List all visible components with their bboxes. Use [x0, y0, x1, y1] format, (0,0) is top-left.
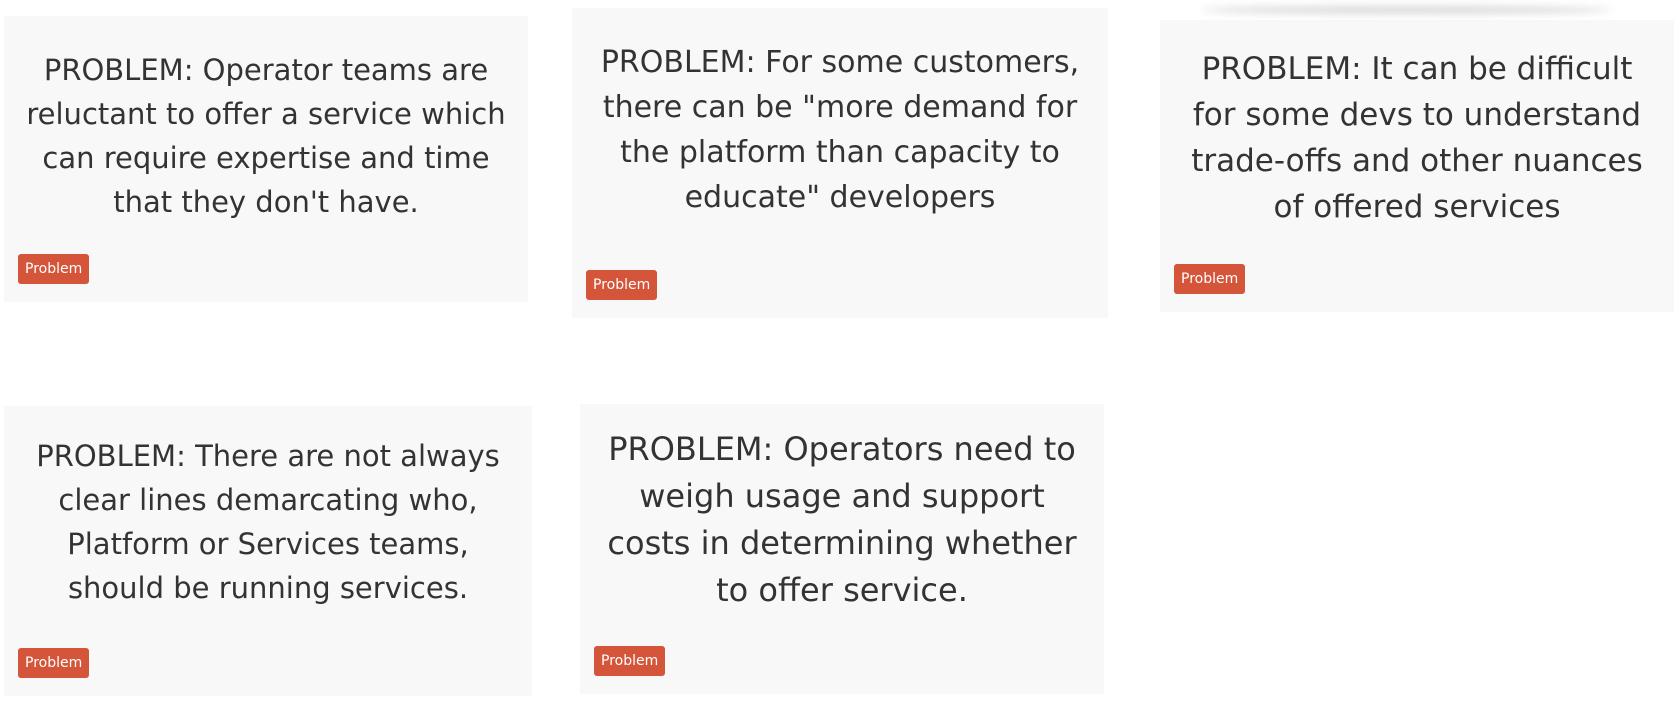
card-text: PROBLEM: For some customers, there can b… — [600, 45, 1080, 215]
problem-card-4[interactable]: PROBLEM: There are not always clear line… — [4, 406, 532, 696]
card-text: PROBLEM: There are not always clear line… — [36, 439, 500, 605]
problem-tag[interactable]: Problem — [18, 254, 90, 284]
problem-card-5[interactable]: PROBLEM: Operators need to weigh usage a… — [580, 404, 1104, 694]
problem-card-3[interactable]: PROBLEM: It can be difficult for some de… — [1160, 20, 1674, 312]
card-text: PROBLEM: Operators need to weigh usage a… — [607, 430, 1077, 609]
problem-card-2[interactable]: PROBLEM: For some customers, there can b… — [572, 8, 1108, 318]
problem-card-1[interactable]: PROBLEM: Operator teams are reluctant to… — [4, 16, 528, 302]
problem-tag[interactable]: Problem — [18, 648, 90, 678]
problem-tag[interactable]: Problem — [1174, 264, 1246, 294]
card-text: PROBLEM: Operator teams are reluctant to… — [26, 53, 506, 219]
card-text: PROBLEM: It can be difficult for some de… — [1191, 51, 1643, 225]
problem-tag[interactable]: Problem — [586, 270, 658, 300]
problem-tag[interactable]: Problem — [594, 646, 666, 676]
